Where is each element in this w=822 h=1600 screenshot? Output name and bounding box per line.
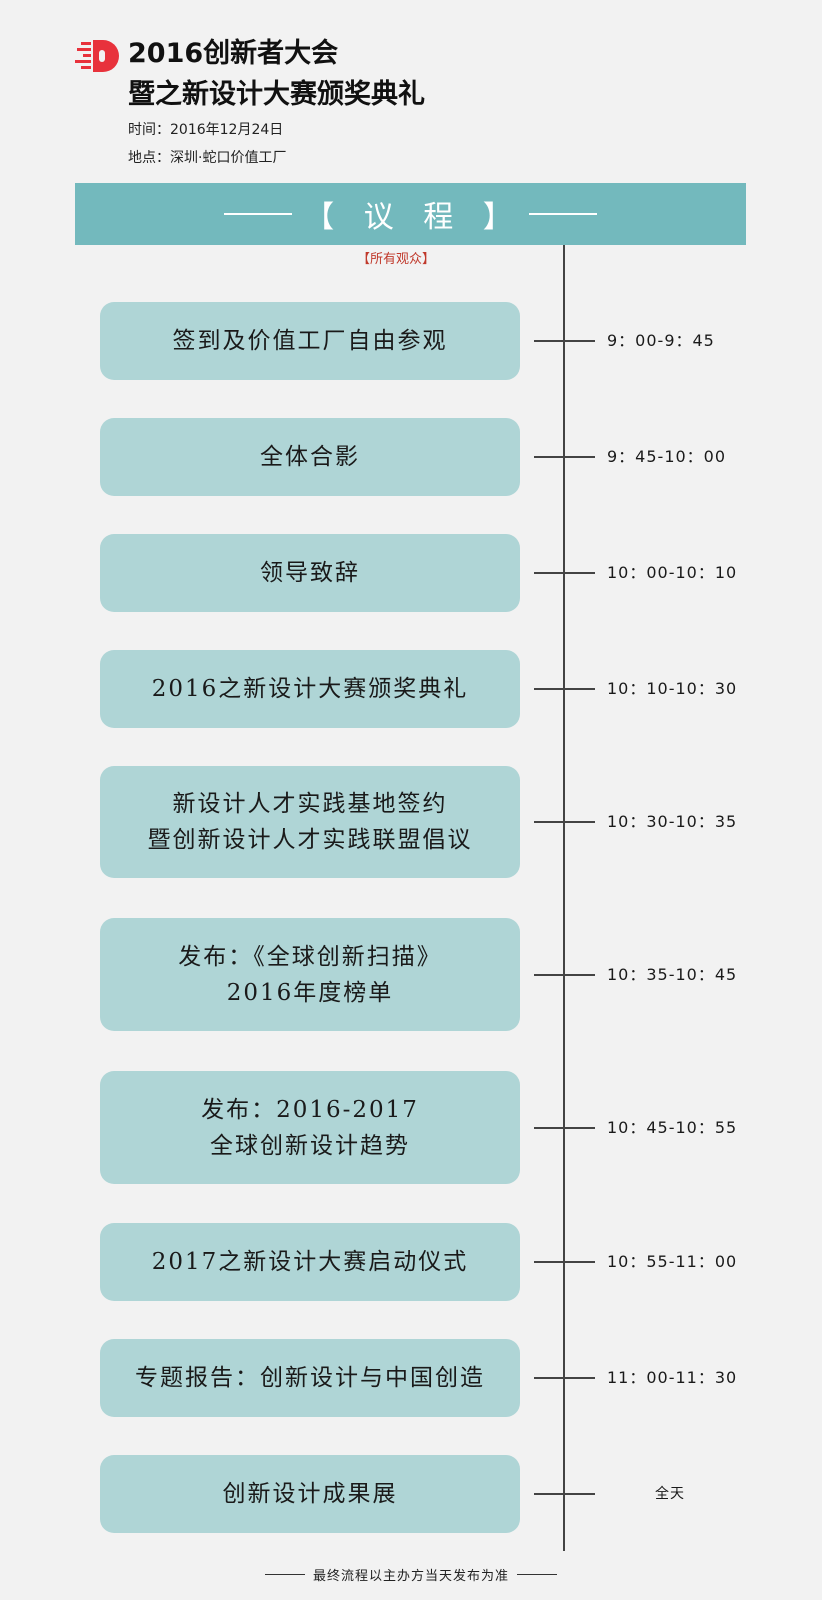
agenda-item-text: 发布：2016-2017 (201, 1096, 419, 1123)
agenda-time: 9：00-9：45 (607, 331, 715, 350)
timeline-tick (534, 340, 595, 342)
agenda-item-text: 暨创新设计人才实践联盟倡议 (147, 827, 473, 853)
footer-text: 最终流程以主办方当天发布为准 (312, 1569, 509, 1584)
agenda-item-text: 新设计人才实践基地签约 (172, 791, 448, 817)
agenda-item: 专题报告：创新设计与中国创造 (100, 1339, 520, 1417)
agenda-time: 10：30-10：35 (607, 812, 738, 831)
page-title-line2: 暨之新设计大赛颁奖典礼 (128, 79, 425, 110)
agenda-time: 11：00-11：30 (607, 1368, 738, 1387)
timeline-tick (534, 1261, 595, 1263)
agenda-item: 2016之新设计大赛颁奖典礼 (100, 650, 520, 728)
agenda-item: 全体合影 (100, 418, 520, 496)
timeline-axis (563, 245, 565, 1551)
agenda-item: 发布：2016-2017 全球创新设计趋势 (100, 1071, 520, 1184)
agenda-item: 发布：《全球创新扫描》 2016年度榜单 (100, 918, 520, 1031)
agenda-time: 10：45-10：55 (607, 1118, 738, 1137)
footer-dash-right (517, 1574, 557, 1575)
footer-dash-left (264, 1574, 305, 1575)
agenda-item-text: 创新设计成果展 (222, 1481, 398, 1507)
timeline-tick (534, 456, 595, 458)
agenda-time: 10：10-10：30 (607, 679, 738, 698)
agenda-item: 创新设计成果展 (100, 1455, 520, 1533)
timeline-tick (534, 1377, 595, 1379)
banner-dash-right (528, 213, 597, 215)
timeline-tick (534, 1127, 595, 1129)
agenda-item: 新设计人才实践基地签约 暨创新设计人才实践联盟倡议 (100, 766, 520, 878)
event-date: 时间：2016年12月24日 (128, 122, 284, 138)
timeline-tick (534, 688, 595, 690)
agenda-time: 9：45-10：00 (607, 447, 727, 466)
timeline-tick (534, 572, 595, 574)
agenda-item-text: 全体合影 (260, 444, 360, 470)
timeline-tick (534, 821, 595, 823)
footer-note: 最终流程以主办方当天发布为准 (0, 1565, 822, 1584)
agenda-time: 10：35-10：45 (607, 965, 738, 984)
banner-title: 【 议 程 】 (304, 200, 523, 235)
audience-label: 【所有观众】 (357, 252, 436, 267)
agenda-item-text: 2016之新设计大赛颁奖典礼 (151, 676, 469, 702)
agenda-item-text: 签到及价值工厂自由参观 (172, 328, 448, 354)
agenda-item: 领导致辞 (100, 534, 520, 612)
agenda-item-text: 发布：《全球创新扫描》 (178, 943, 442, 970)
banner-dash-left (224, 213, 293, 215)
event-place: 地点：深圳·蛇口价值工厂 (128, 150, 287, 166)
agenda-item-text: 专题报告：创新设计与中国创造 (135, 1365, 485, 1391)
agenda-item-text: 2016年度榜单 (226, 979, 394, 1006)
agenda-time: 10：55-11：00 (607, 1252, 738, 1271)
page-title-line1: 2016创新者大会 (128, 38, 339, 69)
agenda-time: 10：00-10：10 (607, 563, 738, 582)
timeline-tick (534, 974, 595, 976)
agenda-banner: 【 议 程 】 (75, 183, 746, 245)
brand-logo-icon (75, 40, 119, 72)
agenda-item-text: 全球创新设计趋势 (210, 1132, 410, 1159)
agenda-item-text: 2017之新设计大赛启动仪式 (151, 1249, 469, 1275)
agenda-item-text: 领导致辞 (260, 560, 360, 586)
agenda-item: 2017之新设计大赛启动仪式 (100, 1223, 520, 1301)
agenda-time: 全天 (655, 1486, 685, 1502)
timeline-tick (534, 1493, 595, 1495)
agenda-item: 签到及价值工厂自由参观 (100, 302, 520, 380)
